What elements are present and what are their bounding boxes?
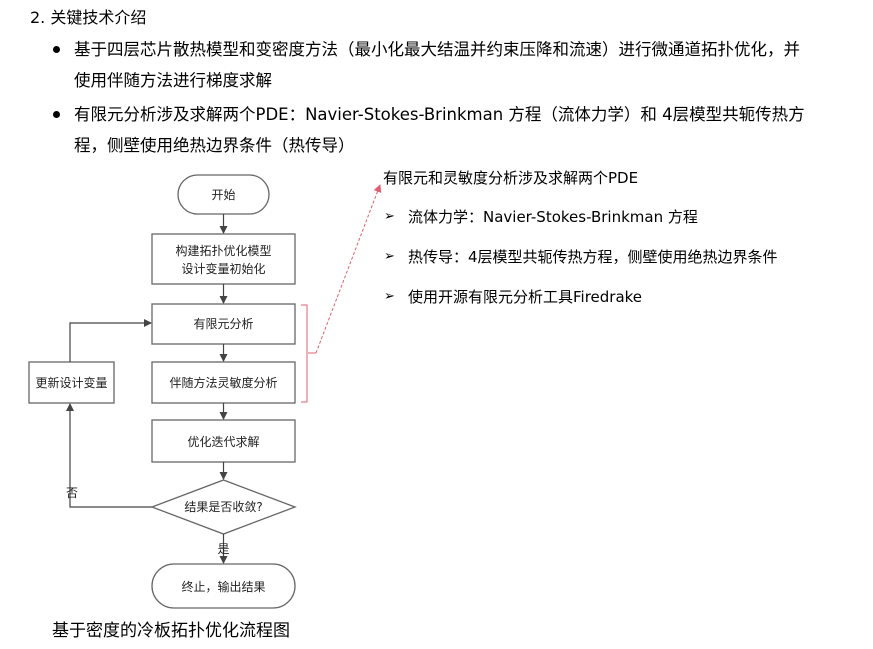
adjoint-node-label: 伴随方法灵敏度分析 [169,375,277,390]
fe-panel-title: 有限元和灵敏度分析涉及求解两个PDE [383,169,639,187]
bullet-line: 程，侧壁使用绝热边界条件（热传导） [74,136,355,155]
arrow-bullet-icon: ➢ [384,289,395,304]
start-node-label: 开始 [211,188,235,202]
fe-list-item: ➢ 使用开源有限元分析工具Firedrake [384,287,778,307]
fea-bracket [301,304,308,403]
fea-node [151,303,296,345]
bullet-line: 有限元分析涉及求解两个PDE：Navier-Stokes-Brinkman 方程… [74,105,805,124]
pointer-arrow [315,184,382,354]
bullet-item: 基于四层芯片散热模型和变密度方法（最小化最大结温并约束压降和流速）进行微通道拓扑… [52,34,867,96]
build-model-label: 设计变量初始化 [181,261,265,276]
bullet-dot-icon [53,46,60,53]
fe-panel-list: ➢ 流体力学：Navier-Stokes-Brinkman 方程 ➢ 热传导：4… [384,207,778,327]
bullet-line: 使用伴随方法进行梯度求解 [74,71,272,90]
section-heading: 2. 关键技术介绍 [30,8,147,27]
fea-node-label: 有限元分析 [193,317,253,331]
update-variables-label: 更新设计变量 [35,375,107,390]
arrow-bullet-icon: ➢ [384,249,395,264]
bullet-line: 基于四层芯片散热模型和变密度方法（最小化最大结温并约束压降和流速）进行微通道拓扑… [74,40,800,59]
arrow-bullet-icon: ➢ [384,209,395,224]
no-label: 否 [66,486,78,500]
optimize-node [151,419,296,463]
yes-label: 是 [217,542,229,556]
fe-list-item: ➢ 热传导：4层模型共轭传热方程，侧壁使用绝热边界条件 [384,247,778,267]
figure-caption: 基于密度的冷板拓扑优化流程图 [52,621,290,641]
fe-list-item-text: 热传导：4层模型共轭传热方程，侧壁使用绝热边界条件 [408,248,778,266]
fe-list-item-text: 使用开源有限元分析工具Firedrake [408,288,643,306]
fe-list-item-text: 流体力学：Navier-Stokes-Brinkman 方程 [408,208,698,226]
build-model-label: 构建拓扑优化模型 [175,243,271,258]
end-node [151,563,296,609]
bullet-dot-icon [53,111,60,118]
bullet-item: 有限元分析涉及求解两个PDE：Navier-Stokes-Brinkman 方程… [52,99,867,161]
build-model-node [151,233,296,285]
no-branch-line [66,403,152,508]
optimize-node-label: 优化迭代求解 [187,435,259,449]
fe-list-item: ➢ 流体力学：Navier-Stokes-Brinkman 方程 [384,207,778,227]
adjoint-node [151,361,296,404]
loop-back-line [69,319,152,362]
converged-decision-label: 结果是否收敛? [184,499,262,514]
update-variables-node [28,361,115,404]
end-node-label: 终止，输出结果 [181,579,265,594]
key-tech-bullets: 基于四层芯片散热模型和变密度方法（最小化最大结温并约束压降和流速）进行微通道拓扑… [52,34,867,164]
